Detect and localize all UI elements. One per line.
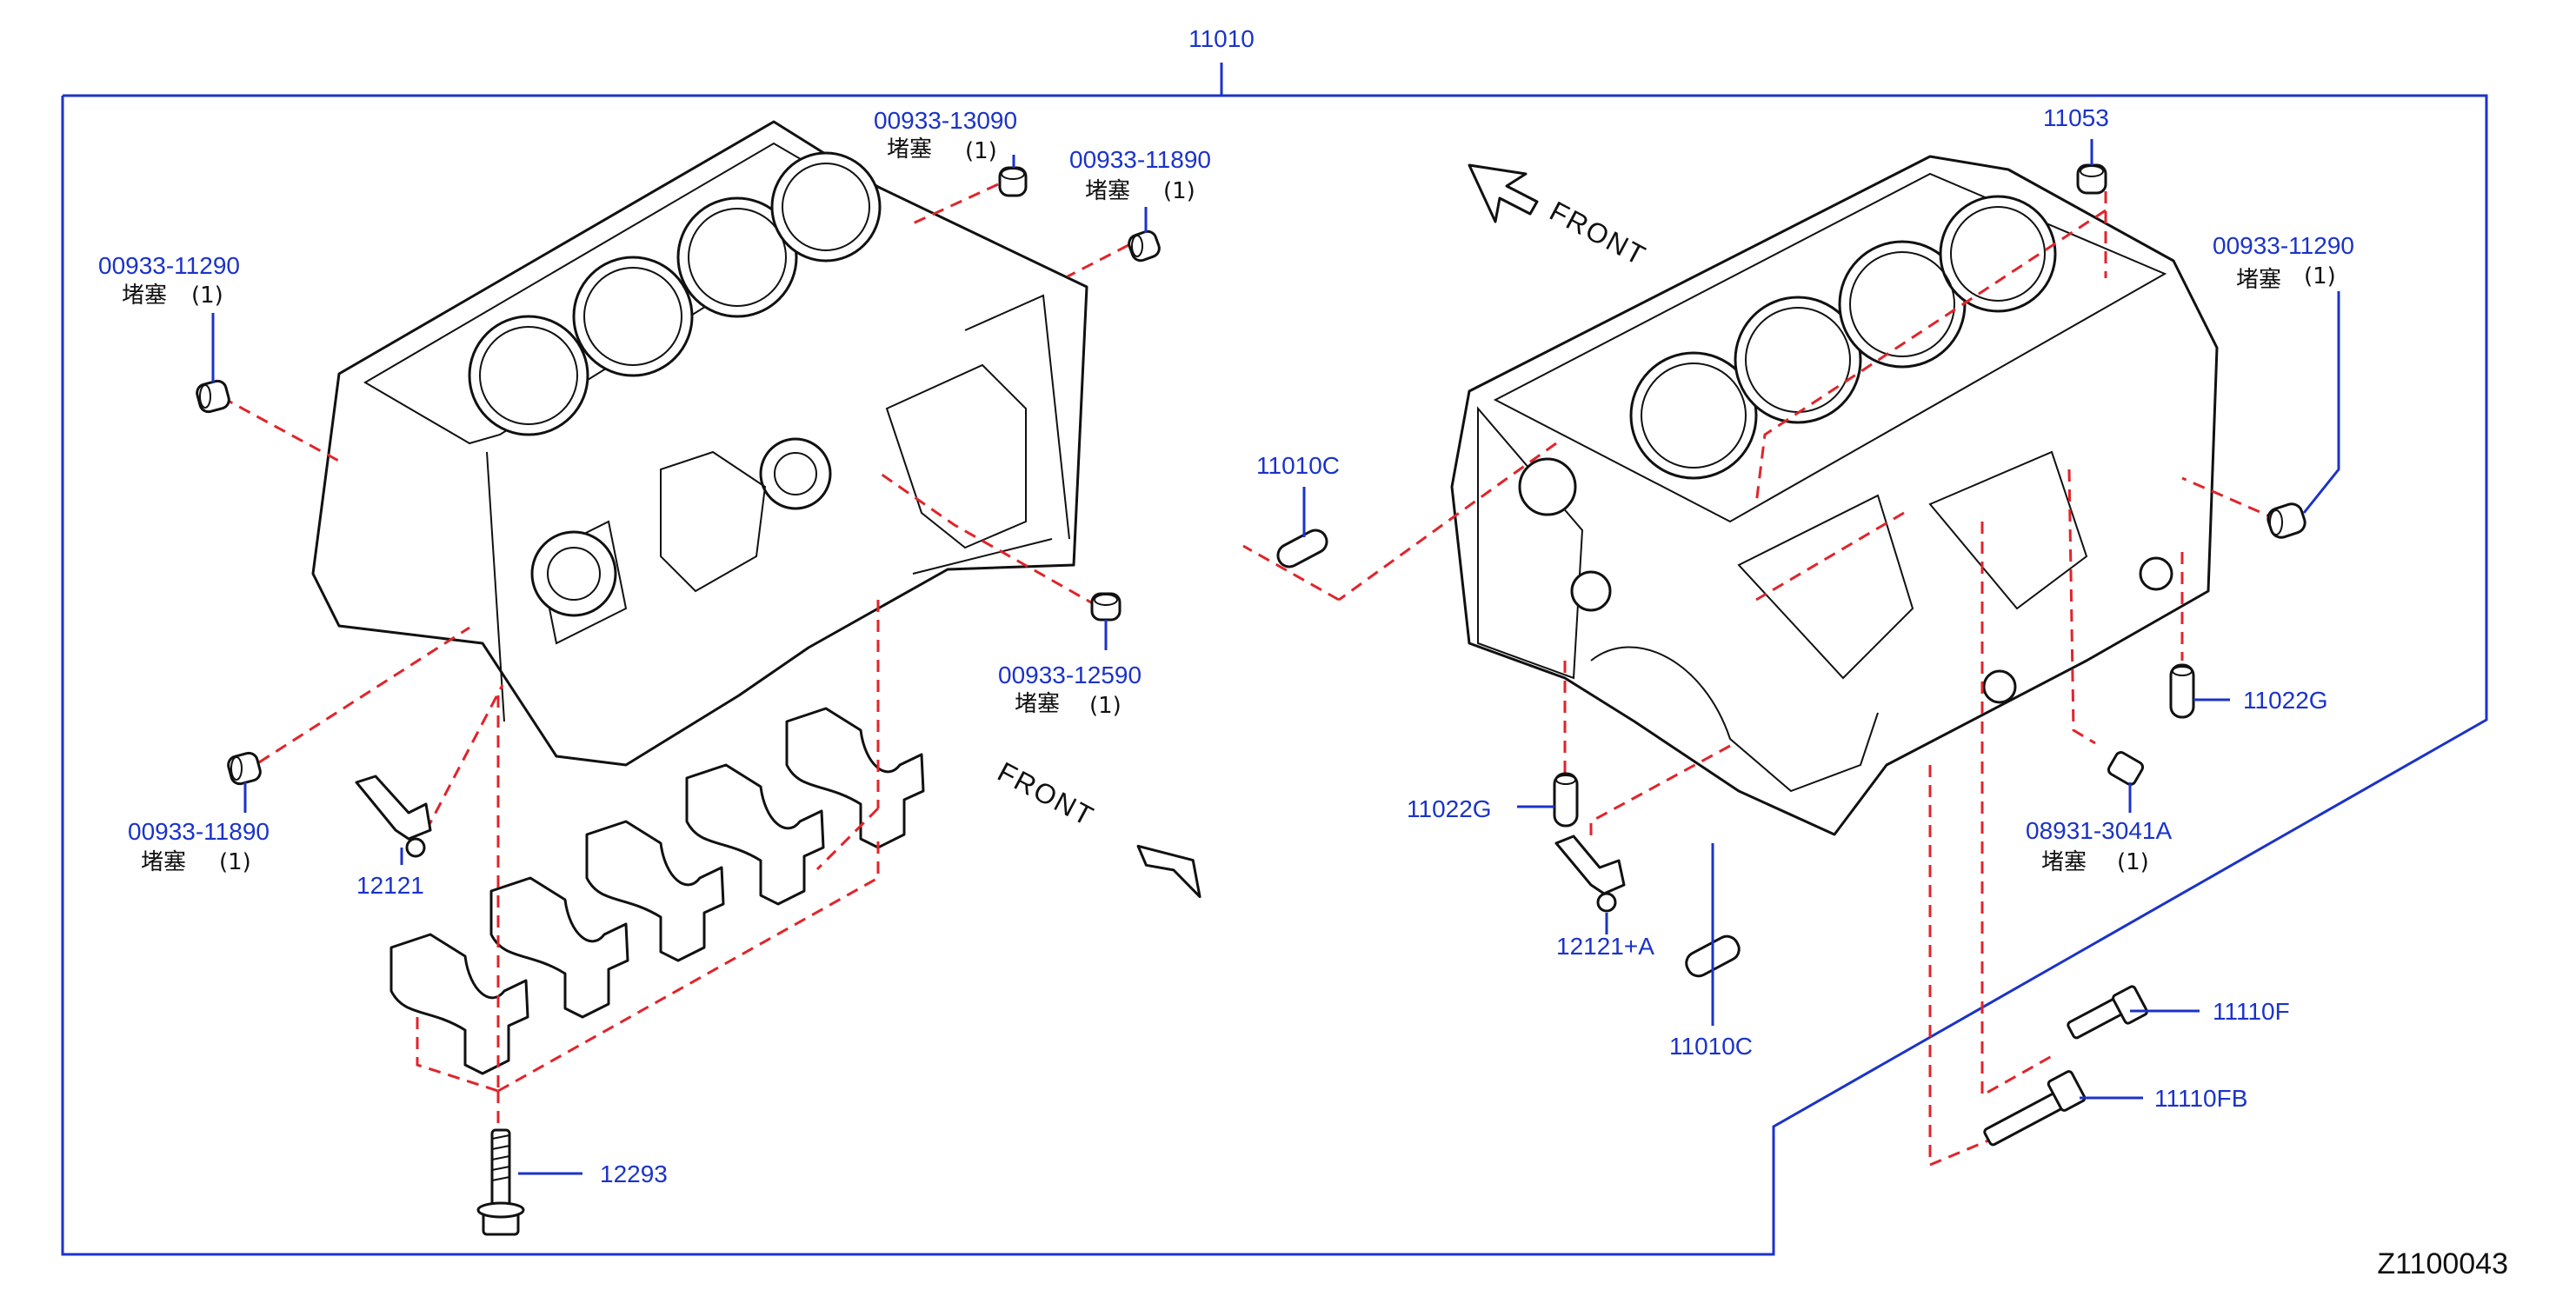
callout-leaders bbox=[211, 139, 2340, 1175]
callout-oil-jet-12121[interactable]: 12121 bbox=[356, 872, 424, 899]
plug-00933-11290-left[interactable] bbox=[195, 379, 230, 414]
front-arrow-right bbox=[1468, 163, 1539, 223]
callout-plug-00933-12590[interactable]: 00933-12590 堵塞 (1) bbox=[998, 662, 1142, 719]
callout-dowel-pin-11010c-top[interactable]: 11010C bbox=[1256, 452, 1340, 479]
callout-plug-00933-11290-left[interactable]: 00933-11290 堵塞 (1) bbox=[98, 252, 240, 309]
part-qty: (1) bbox=[191, 283, 223, 309]
callout-plug-00933-11890-top[interactable]: 00933-11890 堵塞 (1) bbox=[1069, 146, 1211, 204]
right-cylinder-block bbox=[1450, 155, 2219, 836]
bolt-11110f[interactable] bbox=[2067, 985, 2148, 1040]
oil-jet-12121a[interactable] bbox=[1554, 835, 1626, 913]
front-label-left: FRONT bbox=[993, 755, 1100, 832]
part-number: 00933-13090 bbox=[874, 107, 1017, 134]
part-qty: (1) bbox=[219, 849, 251, 875]
part-number: 00933-11890 bbox=[128, 818, 270, 845]
part-name: 堵塞 bbox=[141, 849, 186, 875]
plug-00933-11290-right[interactable] bbox=[2266, 502, 2308, 541]
part-name: 堵塞 bbox=[122, 283, 167, 309]
plug-11053[interactable] bbox=[2076, 163, 2107, 195]
part-name: 堵塞 bbox=[2236, 267, 2281, 293]
dowel-pin-11010c-top[interactable] bbox=[1274, 526, 1330, 570]
dowel-pin-11022g-left[interactable] bbox=[1553, 772, 1579, 828]
plug-00933-12590[interactable] bbox=[1090, 592, 1122, 622]
part-number: 00933-12590 bbox=[998, 662, 1142, 688]
part-name: 堵塞 bbox=[887, 136, 932, 163]
plug-00933-13090[interactable] bbox=[998, 166, 1028, 197]
plug-00933-11890-top[interactable] bbox=[1127, 229, 1162, 263]
part-name: 堵塞 bbox=[2041, 849, 2087, 875]
callout-bolt-11110fb[interactable]: 11110FB bbox=[2154, 1085, 2247, 1112]
left-cylinder-block bbox=[311, 120, 1088, 767]
assembly-number[interactable]: 11010 bbox=[1188, 25, 1255, 52]
callout-plug-00933-11890-bottom[interactable]: 00933-11890 堵塞 (1) bbox=[128, 818, 270, 875]
part-qty: (1) bbox=[965, 138, 997, 164]
part-qty: (1) bbox=[2304, 263, 2336, 289]
part-number: 08931-3041A bbox=[2026, 817, 2172, 844]
diagram-reference-code: Z1100043 bbox=[2377, 1247, 2508, 1280]
part-number: 00933-11890 bbox=[1069, 146, 1211, 173]
callout-oil-jet-12121a[interactable]: 12121+A bbox=[1556, 933, 1654, 960]
part-qty: (1) bbox=[2117, 849, 2149, 875]
part-qty: (1) bbox=[1089, 693, 1122, 719]
callout-bolt-11110f[interactable]: 11110F bbox=[2213, 998, 2290, 1025]
callout-plug-00933-11290-right[interactable]: 00933-11290 堵塞 (1) bbox=[2213, 232, 2354, 293]
part-number: 00933-11290 bbox=[2213, 232, 2354, 259]
bolt-12293[interactable] bbox=[476, 1128, 525, 1236]
part-name: 堵塞 bbox=[1015, 691, 1060, 717]
callout-dowel-pin-11022g-left[interactable]: 11022G bbox=[1407, 795, 1492, 822]
part-qty: (1) bbox=[1163, 178, 1195, 204]
callout-plug-00933-13090[interactable]: 00933-13090 堵塞 (1) bbox=[874, 107, 1017, 164]
assembly-bracket bbox=[61, 63, 2488, 1256]
callout-bolt-12293[interactable]: 12293 bbox=[600, 1160, 668, 1187]
callout-plug-08931-3041a[interactable]: 08931-3041A 堵塞 (1) bbox=[2026, 817, 2172, 875]
plug-00933-11890-bottom[interactable] bbox=[226, 751, 262, 786]
oil-jet-12121[interactable] bbox=[355, 775, 432, 858]
front-arrow-left bbox=[1136, 844, 1201, 899]
plug-08931-3041a[interactable] bbox=[2107, 750, 2145, 786]
guide-lines bbox=[221, 183, 2279, 1167]
callout-dowel-pin-11022g-right[interactable]: 11022G bbox=[2243, 687, 2328, 714]
dowel-pin-11022g-right[interactable] bbox=[2169, 663, 2195, 719]
part-name: 堵塞 bbox=[1085, 178, 1130, 204]
bolt-11110fb[interactable] bbox=[1983, 1070, 2087, 1147]
callout-plug-11053[interactable]: 11053 bbox=[2043, 104, 2109, 131]
front-label-right: FRONT bbox=[1545, 195, 1652, 271]
part-number: 00933-11290 bbox=[98, 252, 240, 279]
callout-dowel-pin-11010c-bottom[interactable]: 11010C bbox=[1669, 1033, 1753, 1060]
main-bearing-caps bbox=[389, 707, 925, 1075]
